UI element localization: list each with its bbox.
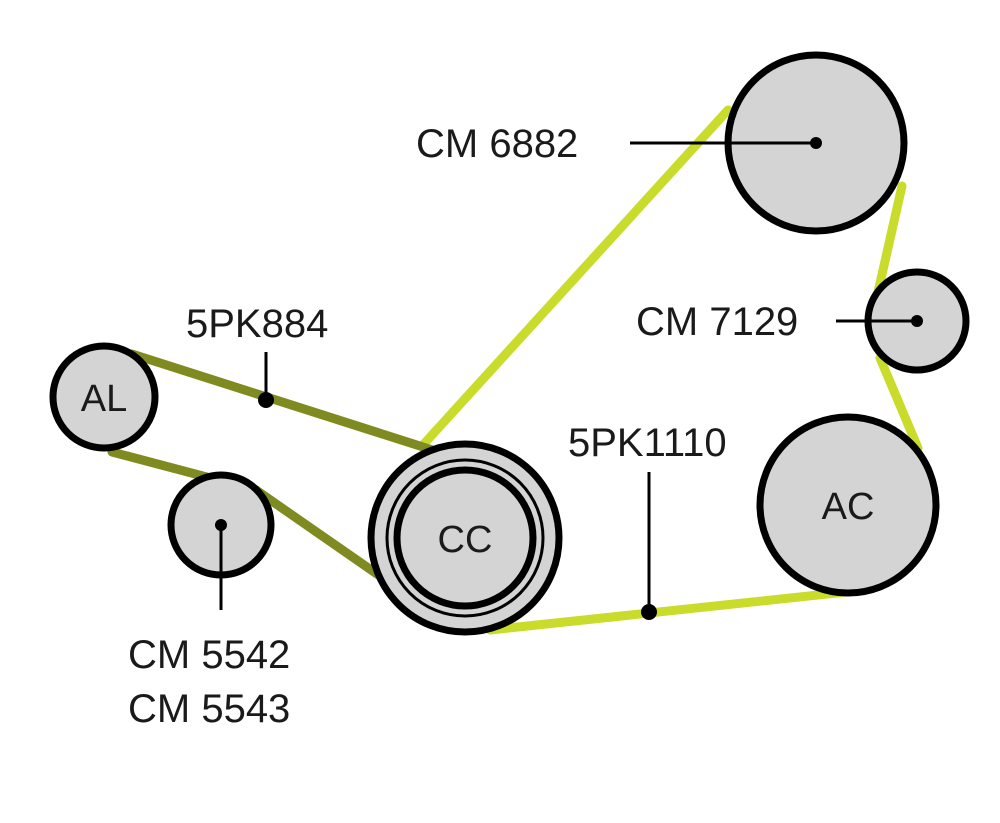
short-belt-segment-upper [127, 349, 475, 467]
ac-compressor-label: AC [822, 486, 875, 528]
long-belt-segment-top-to-right [873, 181, 907, 297]
long-belt-5pk1110 [417, 105, 923, 635]
pulley-crankshaft [367, 440, 563, 636]
crankshaft-label: CC [438, 519, 493, 561]
pulley-ac [756, 413, 940, 597]
alternator-label: AL [81, 378, 127, 420]
long-belt-marker-dot [641, 604, 657, 620]
pulley-alternator [49, 342, 159, 452]
right-pulley-part-label: CM 7129 [636, 300, 798, 344]
long-belt-segment-right-to-ac [875, 353, 923, 453]
pulley-crankshaft-inner-disc [393, 466, 537, 610]
tensioner-part-label-line2: CM 5543 [128, 687, 290, 731]
tensioner-part-label-line1: CM 5542 [128, 633, 290, 677]
short-belt-marker-dot [258, 392, 274, 408]
long-belt-segment-ac-to-cc [485, 587, 851, 635]
leader-lines [219, 141, 917, 612]
long-belt-segment-cc-to-top [417, 105, 733, 451]
top-pulley-part-label: CM 6882 [416, 122, 578, 166]
long-belt-part-label: 5PK1110 [568, 421, 727, 465]
short-belt-part-label: 5PK884 [186, 302, 328, 346]
